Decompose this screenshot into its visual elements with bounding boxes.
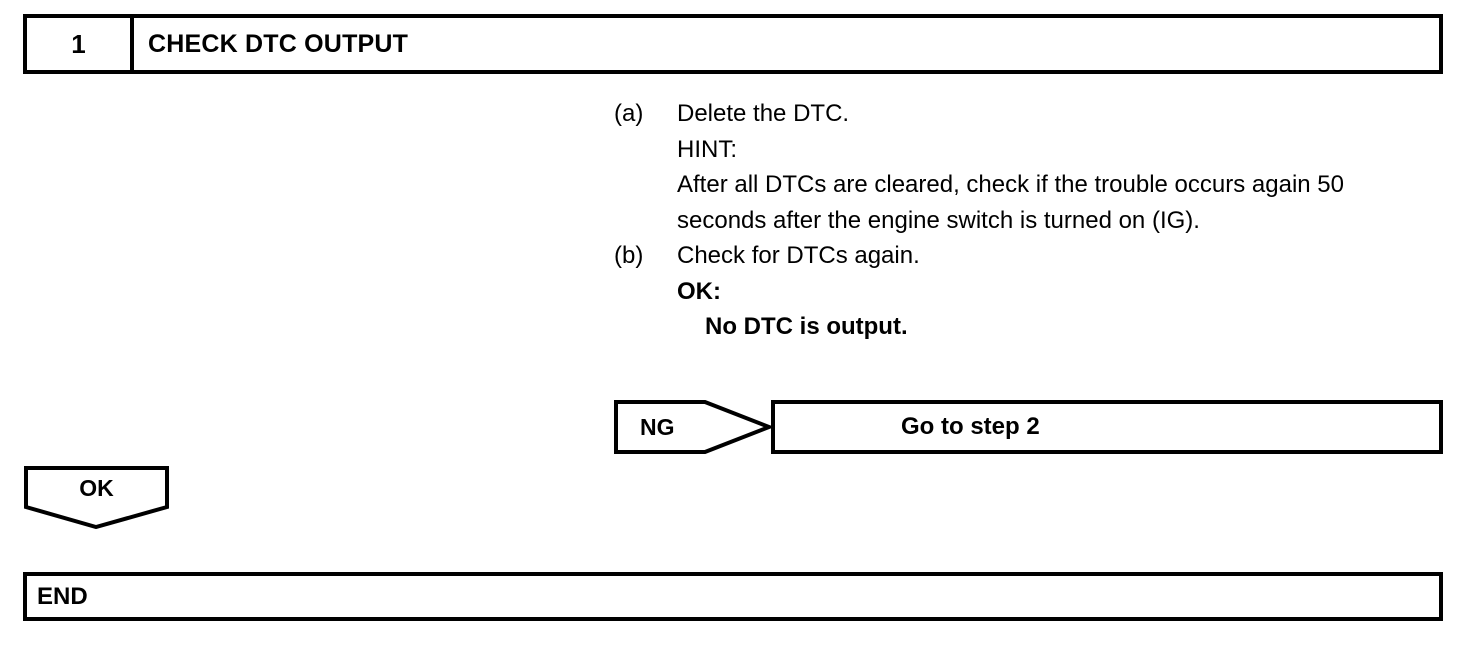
ng-branch-row: NG Go to step 2 bbox=[614, 400, 1443, 454]
step-number-cell: 1 bbox=[27, 18, 134, 70]
end-box: END bbox=[23, 572, 1443, 621]
procedure-item-a-hint-text: After all DTCs are cleared, check if the… bbox=[677, 171, 1344, 234]
step-title-text: CHECK DTC OUTPUT bbox=[148, 29, 409, 58]
procedure-item-b-ok-criteria: No DTC is output. bbox=[705, 313, 908, 340]
procedure-item-b: (b) Check for DTCs again. OK: No DTC is … bbox=[614, 238, 1436, 345]
procedure-item-a-body: Delete the DTC. HINT: After all DTCs are… bbox=[677, 96, 1436, 238]
ng-arrow-shape: NG bbox=[614, 400, 771, 454]
procedure-item-b-body: Check for DTCs again. OK: No DTC is outp… bbox=[677, 238, 1436, 345]
procedure-item-b-label: (b) bbox=[614, 242, 644, 269]
end-label: END bbox=[37, 582, 88, 610]
procedure-item-b-ok-label: OK: bbox=[677, 277, 721, 305]
ok-branch-label: OK bbox=[79, 474, 114, 501]
go-to-step-box[interactable]: Go to step 2 bbox=[771, 400, 1443, 454]
ok-branch-shape: OK bbox=[24, 466, 169, 529]
procedure-list: (a) Delete the DTC. HINT: After all DTCs… bbox=[614, 96, 1436, 345]
step-title-cell: CHECK DTC OUTPUT bbox=[134, 18, 1439, 70]
step-header-bar: 1 CHECK DTC OUTPUT bbox=[23, 14, 1443, 74]
step-number-text: 1 bbox=[71, 29, 86, 59]
procedure-item-b-line-1: Check for DTCs again. bbox=[677, 242, 920, 269]
ng-arrow-label: NG bbox=[640, 413, 675, 440]
procedure-item-a-label: (a) bbox=[614, 100, 644, 127]
procedure-item-a-line-1: Delete the DTC. bbox=[677, 100, 850, 127]
go-to-step-label: Go to step 2 bbox=[901, 413, 1040, 440]
procedure-item-a-hint-label: HINT: bbox=[677, 135, 737, 163]
procedure-item-a: (a) Delete the DTC. HINT: After all DTCs… bbox=[614, 96, 1436, 238]
